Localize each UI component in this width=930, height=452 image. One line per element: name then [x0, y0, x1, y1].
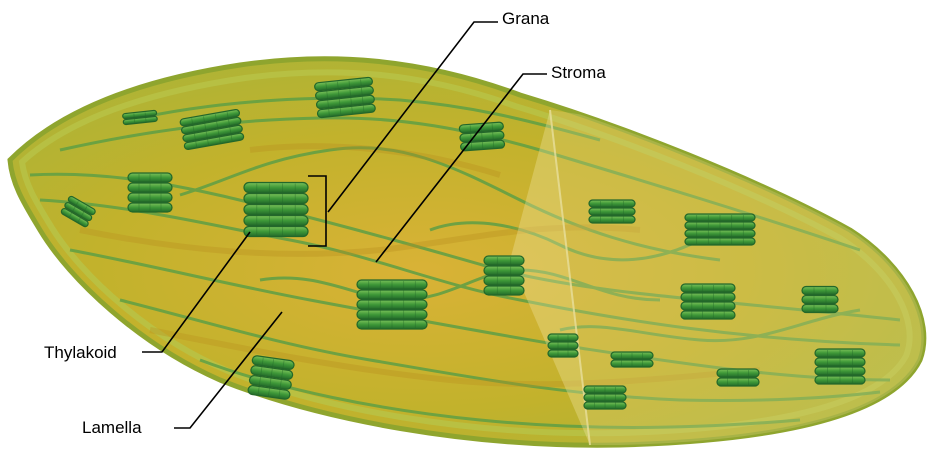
granum-stack [589, 200, 635, 223]
granum-stack [802, 287, 838, 313]
label-lamella: Lamella [82, 418, 142, 438]
granum-stack [248, 355, 295, 399]
thylakoid-disc [244, 227, 308, 237]
thylakoid-disc [244, 216, 308, 226]
granum-stack [685, 214, 755, 245]
granum-stack [681, 284, 735, 319]
thylakoid-disc [802, 296, 838, 304]
thylakoid-disc [548, 334, 578, 341]
thylakoid-disc [244, 205, 308, 215]
granum-stack [548, 334, 578, 357]
label-grana: Grana [502, 9, 549, 29]
thylakoid-disc [548, 342, 578, 349]
thylakoid-disc [244, 183, 308, 193]
granum-stack [244, 183, 308, 237]
granum-stack [584, 386, 626, 409]
thylakoid-disc [244, 194, 308, 204]
thylakoid-disc [681, 284, 735, 292]
thylakoid-disc [681, 293, 735, 301]
granum-stack [611, 352, 653, 367]
thylakoid-disc [802, 305, 838, 313]
thylakoid-disc [484, 286, 524, 295]
thylakoid-disc [681, 302, 735, 310]
thylakoid-disc [484, 266, 524, 275]
granum-stack [357, 280, 427, 329]
thylakoid-disc [484, 276, 524, 285]
granum-stack [717, 369, 759, 386]
granum-stack [815, 349, 865, 384]
granum-stack [314, 77, 375, 118]
thylakoid-disc [681, 311, 735, 319]
granum-stack [484, 256, 524, 295]
label-thylakoid: Thylakoid [44, 343, 117, 363]
thylakoid-disc [548, 350, 578, 357]
label-stroma: Stroma [551, 63, 606, 83]
thylakoid-disc [802, 287, 838, 295]
thylakoid-disc [484, 256, 524, 265]
granum-stack [128, 173, 172, 212]
